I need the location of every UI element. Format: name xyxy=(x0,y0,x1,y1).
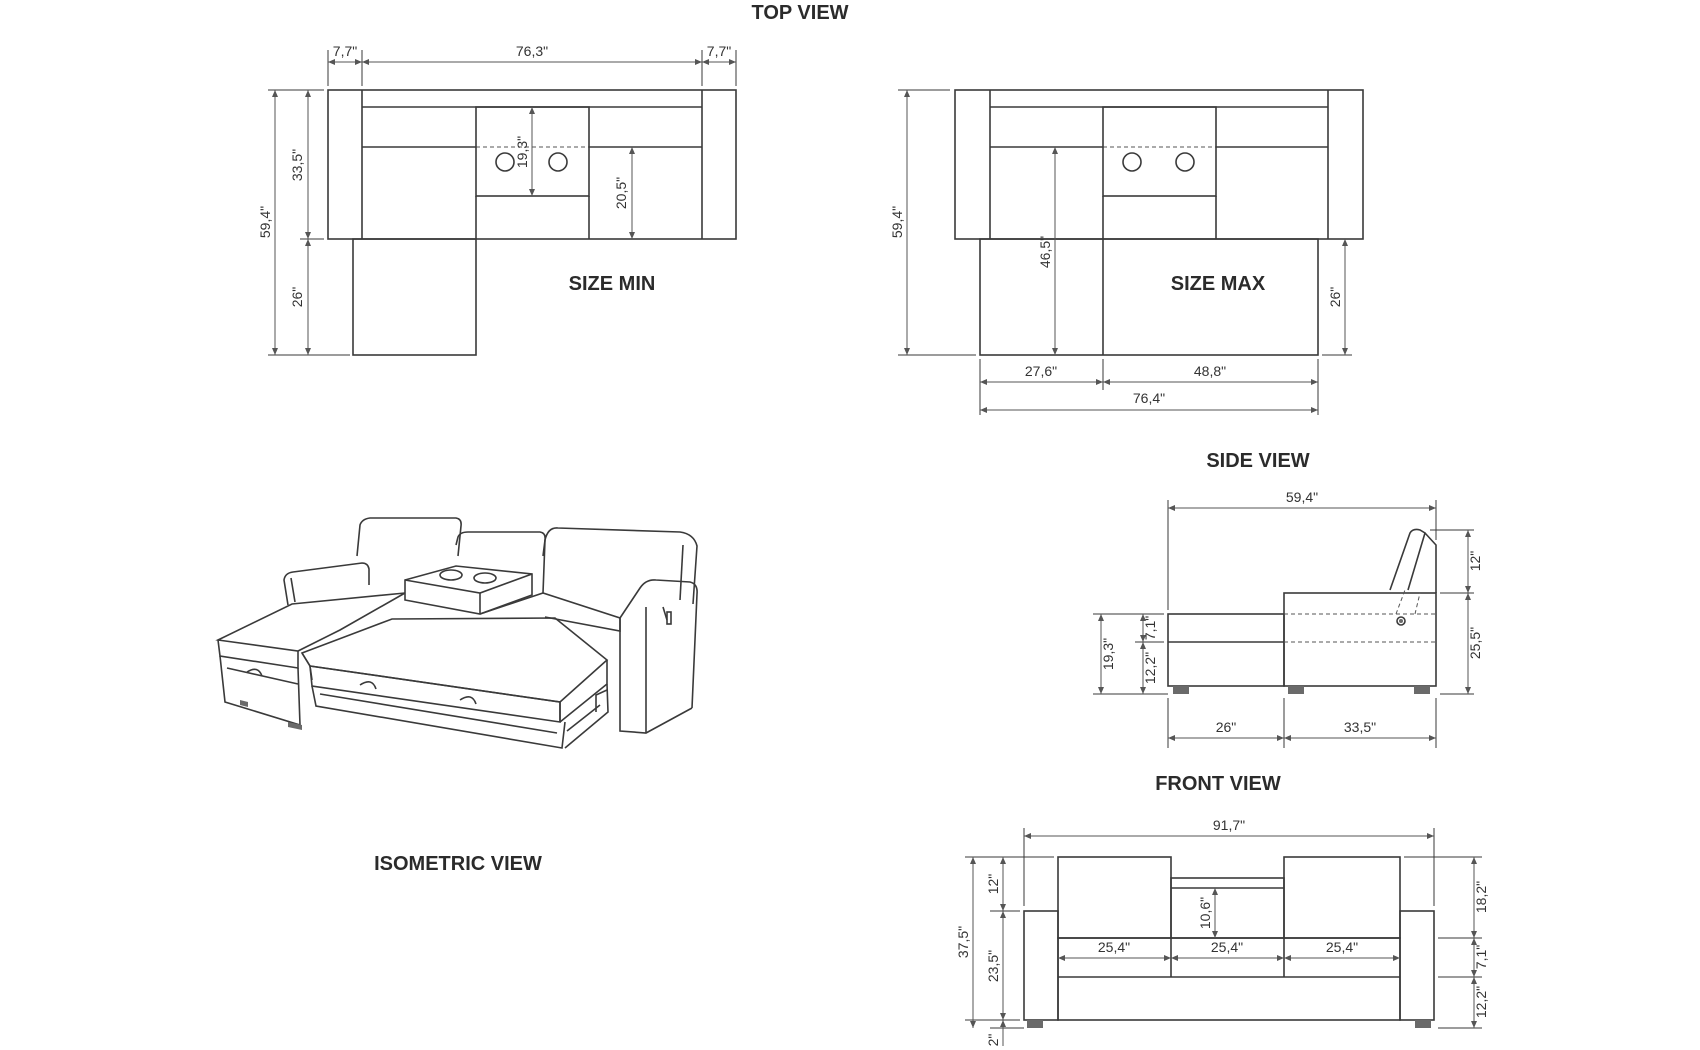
dim-bed-ext: 26" xyxy=(1327,287,1343,308)
dim-front-seat-1: 25,4" xyxy=(1098,939,1130,955)
dim-front-back: 12" xyxy=(985,874,1001,895)
dim-front-seat-2: 25,4" xyxy=(1211,939,1243,955)
dim-side-back: 12" xyxy=(1467,551,1483,572)
dim-front-back-right: 18,2" xyxy=(1473,881,1489,913)
dim-seg-left: 27,6" xyxy=(1025,363,1057,379)
dim-front-body: 23,5" xyxy=(985,950,1001,982)
dim-front-cushion-right: 7,1" xyxy=(1473,945,1489,969)
title-top-view: TOP VIEW xyxy=(751,2,848,24)
dim-front-height: 37,5" xyxy=(955,926,971,958)
title-size-min: SIZE MIN xyxy=(569,273,656,295)
dim-side-depth: 59,4" xyxy=(1286,489,1318,505)
dim-arm-left: 7,7" xyxy=(333,43,357,59)
dim-width-min: 76,3" xyxy=(516,43,548,59)
isometric-sofa-illustration xyxy=(215,517,698,749)
dim-side-base: 12,2" xyxy=(1142,652,1158,684)
dim-side-ottoman-height: 19,3" xyxy=(1100,638,1116,670)
dim-chaise-ext: 26" xyxy=(289,287,305,308)
dim-seg-right: 48,8" xyxy=(1194,363,1226,379)
title-front-view: FRONT VIEW xyxy=(1155,773,1281,795)
side-view: 59,4" 12" 25,5" 19,3" 7,1" 12,2" 26" 33,… xyxy=(1093,489,1483,748)
top-view-size-min: 7,7" 76,3" 7,7" 59,4" 33,5" 26" 19,3" 20… xyxy=(257,43,737,356)
front-view: 91,7" 37,5" 12" 23,5" 2" 10,6" 25,4" 25,… xyxy=(955,817,1489,1046)
dim-side-seat-height: 25,5" xyxy=(1467,627,1483,659)
dim-console-depth: 19,3" xyxy=(514,136,530,168)
dim-total-depth-max: 59,4" xyxy=(889,206,905,238)
dim-bed-width: 76,4" xyxy=(1133,390,1165,406)
dim-seat-depth-min: 33,5" xyxy=(289,149,305,181)
dim-front-console: 10,6" xyxy=(1197,897,1213,929)
dim-seat-inner: 20,5" xyxy=(613,177,629,209)
title-isometric-view: ISOMETRIC VIEW xyxy=(374,853,542,875)
dim-total-depth-min: 59,4" xyxy=(257,206,273,238)
title-side-view: SIDE VIEW xyxy=(1206,450,1309,472)
dim-front-width: 91,7" xyxy=(1213,817,1245,833)
dim-front-seat-3: 25,4" xyxy=(1326,939,1358,955)
dim-bed-depth: 46,5" xyxy=(1037,236,1053,268)
dim-arm-right: 7,7" xyxy=(707,43,731,59)
dim-side-seat-depth: 33,5" xyxy=(1344,719,1376,735)
title-size-max: SIZE MAX xyxy=(1171,273,1266,295)
dim-side-ext-depth: 26" xyxy=(1216,719,1237,735)
dim-side-cushion: 7,1" xyxy=(1142,616,1158,640)
top-view-size-max: 59,4" 46,5" 26" 27,6" 48,8" 76,4" xyxy=(889,89,1364,415)
dim-front-leg: 2" xyxy=(985,1034,1001,1047)
dim-front-base-right: 12,2" xyxy=(1473,986,1489,1018)
